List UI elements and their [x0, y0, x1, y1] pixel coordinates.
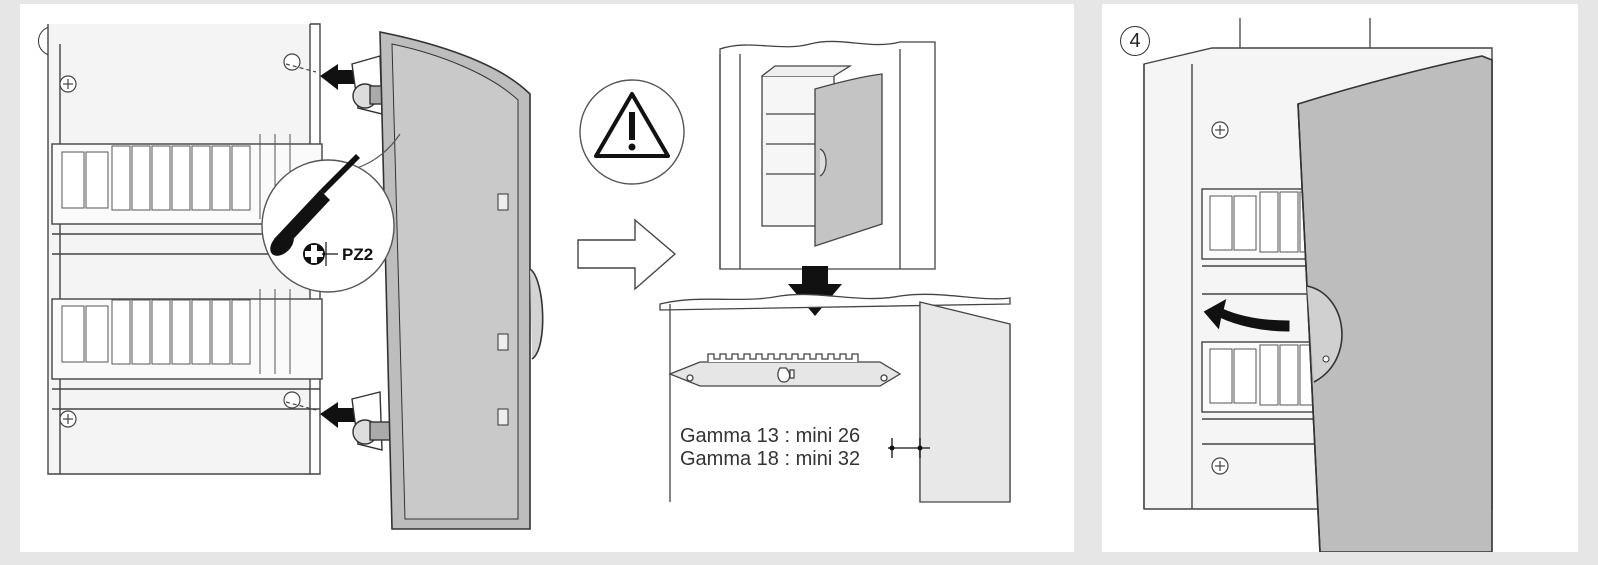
- step-number-4: 4: [1120, 26, 1150, 56]
- door: [379, 31, 544, 530]
- box-screw-icons: [1211, 121, 1229, 475]
- wall-hole-top: [283, 53, 317, 73]
- warning-triangle-icon: [579, 79, 685, 185]
- breaker-row-top: [61, 134, 291, 219]
- curved-arrow-icon: [1203, 299, 1290, 332]
- down-arrow-icon: [788, 266, 842, 316]
- wall-scene: [719, 40, 936, 270]
- left-arrow-icon: [320, 402, 360, 428]
- door: [1297, 55, 1493, 552]
- step-4-panel: 4: [1102, 4, 1578, 552]
- left-arrow-icon: [320, 64, 360, 90]
- screwdriver-callout: PZ2: [261, 133, 401, 293]
- mounting-note-line-1: Gamma 13 : mini 26: [680, 425, 860, 447]
- phillips-screw-icon: [303, 243, 325, 265]
- box-screw-icons: [59, 75, 77, 428]
- right-arrow-icon: [577, 218, 677, 291]
- bracket-scene: [659, 293, 1011, 502]
- step-3-panel: 3: [20, 4, 1074, 552]
- screwdriver-icon: [270, 154, 360, 256]
- mounting-note-line-2: Gamma 18 : mini 32: [680, 448, 860, 470]
- step-3-illustration: PZ2: [47, 23, 1011, 530]
- breaker-row-bottom: [61, 289, 291, 374]
- bit-size-label: PZ2: [342, 245, 373, 264]
- step-4-illustration: [1143, 18, 1493, 552]
- wall-hole-bottom: [283, 391, 317, 411]
